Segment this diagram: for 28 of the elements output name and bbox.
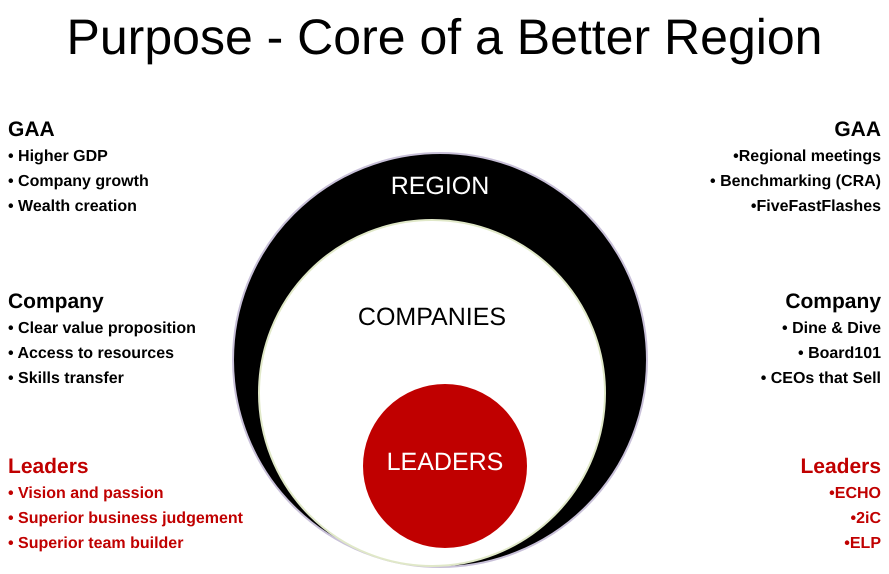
bullet-item: • CEOs that Sell [760,369,881,389]
bullet-item: •2iC [850,509,881,529]
bullet-item: •ECHO [828,484,881,504]
bullet-item: •ELP [843,534,881,554]
circle-label: COMPANIES [356,303,508,332]
bullet-item: • Benchmarking (CRA) [709,172,881,192]
bullet-item: • Superior team builder [8,534,184,554]
bullet-item: • Company growth [8,172,150,192]
section-heading: Leaders [8,455,90,479]
bullet-item: • Skills transfer [8,369,125,389]
bullet-item: • Vision and passion [8,484,165,504]
title: Purpose - Core of a Better Region [66,8,824,66]
section-heading: GAA [833,118,881,142]
section-heading: Company [784,290,881,314]
bullet-item: • Access to resources [8,344,175,364]
bullet-item: •FiveFastFlashes [750,197,881,217]
bullet-item: • Clear value proposition [8,319,197,339]
section-heading: Leaders [799,455,881,479]
bullet-item: • Dine & Dive [781,319,881,339]
bullet-item: • Superior business judgement [8,509,244,529]
bullet-item: •Regional meetings [732,147,881,167]
circle-label: LEADERS [386,448,504,477]
bullet-item: • Higher GDP [8,147,109,167]
bullet-item: • Board101 [797,344,881,364]
circle-label: REGION [390,172,490,201]
bullet-item: • Wealth creation [8,197,138,217]
section-heading: Company [8,290,105,314]
section-heading: GAA [8,118,56,142]
